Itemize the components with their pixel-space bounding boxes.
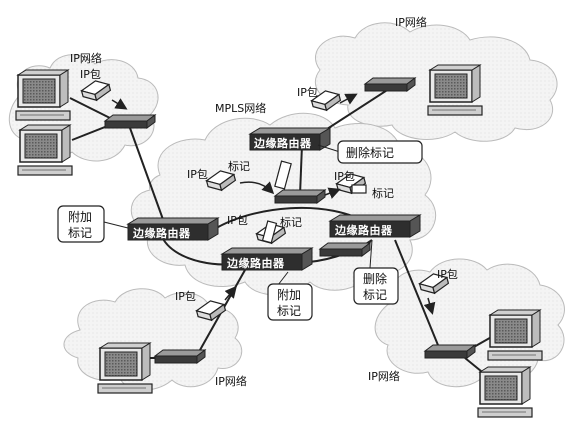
callout-remove-label-right-line2: 标记 [363,288,387,302]
computer-top-right [427,64,483,116]
mpls-network-label: MPLS网络 [215,101,266,115]
computer-bottom-right-1 [487,309,543,361]
edge-router-bottom: 边缘路由器 [220,247,314,271]
label-tag-shape-1 [274,160,292,190]
label-tag-shape-3 [351,184,367,194]
core-router-1 [274,189,326,204]
callout-remove-label-right-line1: 删除 [363,271,387,286]
ip-packet-label-1: IP包 [80,68,101,81]
ip-packet-label-3: IP包 [187,168,208,181]
edge-router-bottom-label: 边缘路由器 [226,256,285,270]
callout-remove-label-top-text: 删除标记 [346,145,394,160]
callout-add-label-bottom-line2: 标记 [277,304,301,318]
ip-network-label-bottom-left: IP网络 [215,374,247,388]
edge-router-left: 边缘路由器 [126,217,220,241]
edge-router-top-label: 边缘路由器 [253,136,312,150]
callout-add-label-left-line1: 附加 [68,210,92,224]
label-tag-text-1: 标记 [228,159,250,173]
core-router-2 [319,242,371,257]
computer-top-left-2 [17,124,73,176]
callout-add-label-left-line2: 标记 [68,226,92,240]
ip-packet-label-5: IP包 [334,170,355,183]
edge-router-right-label: 边缘路由器 [334,223,393,237]
label-tag-text-2: 标记 [280,215,302,229]
router-top-left [104,114,156,129]
edge-router-right: 边缘路由器 [328,214,422,238]
callout-remove-label-top: 删除标记 [317,140,423,164]
computer-bottom-left [97,342,153,394]
callout-add-label-bottom-line1: 附加 [277,288,301,302]
ip-packet-label-2: IP包 [297,86,318,99]
router-bottom-left [154,349,206,364]
ip-network-label-bottom-right: IP网络 [368,369,400,383]
ip-packet-label-7: IP包 [437,268,458,281]
router-bottom-right [424,344,476,359]
edge-router-top: 边缘路由器 [248,127,332,151]
router-top-right [364,77,416,92]
label-tag-text-3: 标记 [372,186,394,200]
ip-network-label-top-right: IP网络 [395,15,427,29]
ip-packet-label-4: IP包 [227,214,248,227]
callout-remove-label-right: 删除 标记 [353,239,399,305]
callout-add-label-left: 附加 标记 [57,205,129,243]
computer-top-left-1 [15,69,71,121]
arrows [111,93,436,315]
callout-add-label-bottom: 附加 标记 [267,271,313,321]
label-tag-shape-2 [261,220,278,244]
ip-packet-label-6: IP包 [175,290,196,303]
ip-network-label-top-left: IP网络 [70,51,102,65]
edge-router-left-label: 边缘路由器 [132,226,191,240]
computer-bottom-right-2 [477,366,533,418]
